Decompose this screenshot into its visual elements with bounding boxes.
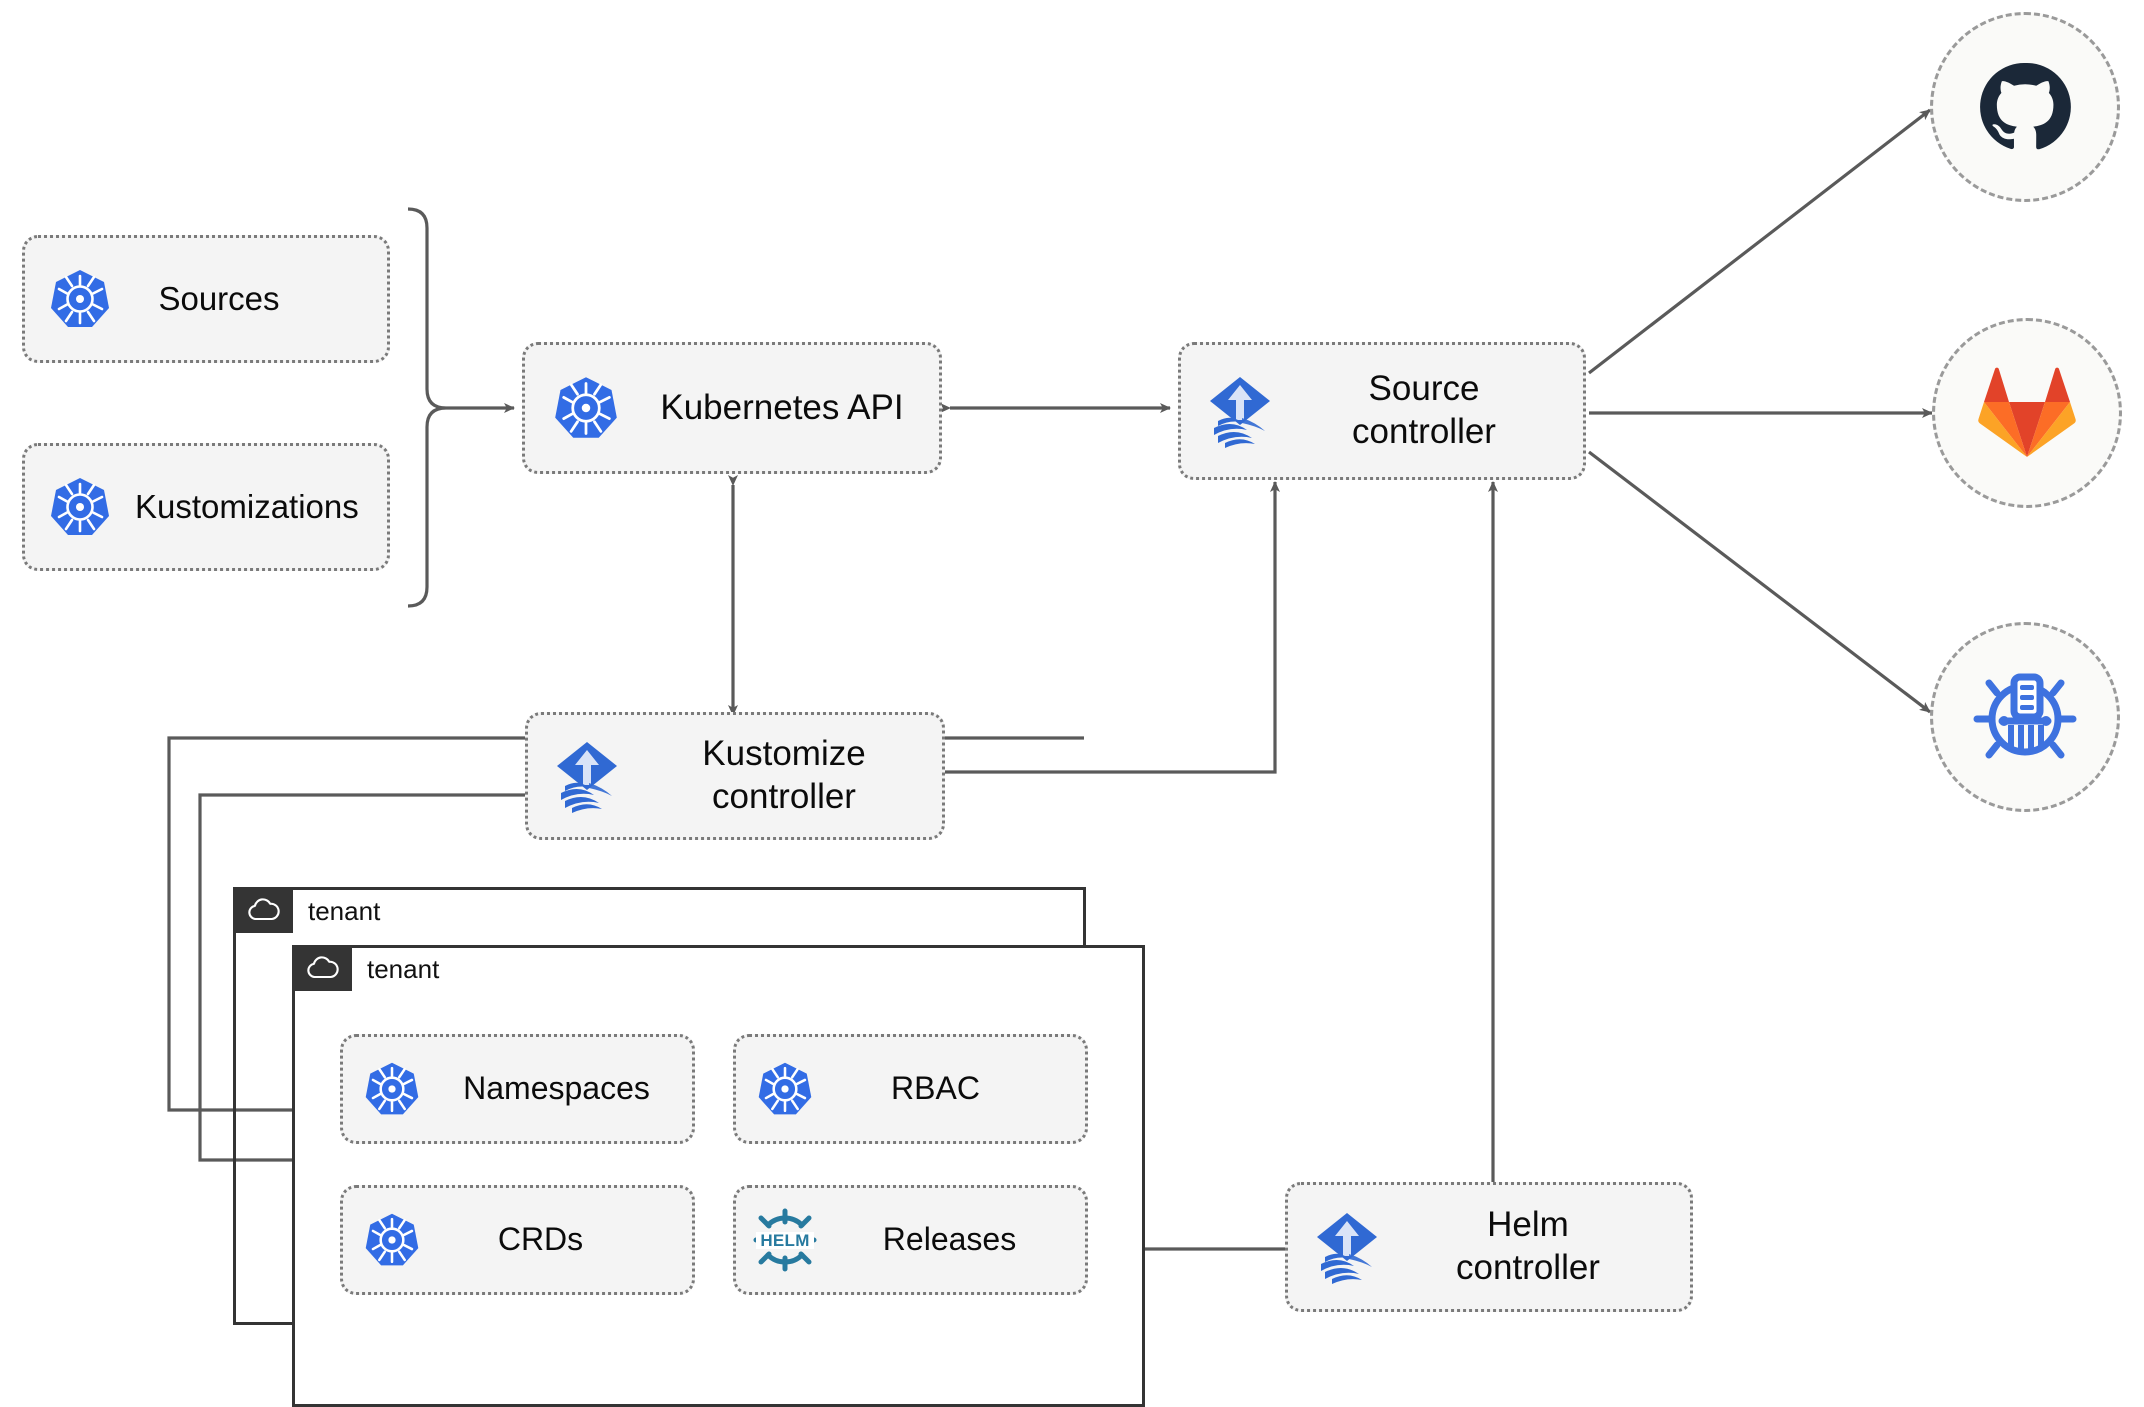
node-label: Helm controller (1456, 1205, 1600, 1287)
flux-icon (528, 738, 646, 814)
flux-icon (1288, 1209, 1406, 1285)
cloud-icon (307, 956, 339, 979)
node-label: Releases (882, 1221, 1017, 1258)
endpoint-helm-repository[interactable] (1930, 622, 2120, 812)
node-label: Source controller (1352, 369, 1496, 451)
node-source-controller[interactable]: Source controller (1178, 342, 1586, 480)
node-kubernetes-api[interactable]: Kubernetes API (522, 342, 942, 474)
flux-icon (1181, 373, 1299, 449)
helm-icon: HELM (736, 1205, 834, 1275)
kubernetes-icon (25, 267, 135, 331)
helm-repository-icon (1973, 673, 2077, 759)
node-label: Kustomize controller (702, 734, 866, 816)
node-label: Kubernetes API (660, 387, 904, 427)
node-label: CRDs (497, 1221, 584, 1258)
endpoint-github[interactable] (1930, 12, 2120, 202)
node-kustomize-controller[interactable]: Kustomize controller (525, 712, 945, 840)
node-label: RBAC (891, 1070, 980, 1107)
gitlab-icon (1978, 367, 2076, 457)
node-crds[interactable]: CRDs (340, 1185, 695, 1295)
node-sources[interactable]: Sources (22, 235, 390, 363)
github-icon (1980, 62, 2071, 150)
tenant-label-inner: tenant (367, 954, 440, 984)
kubernetes-icon (343, 1211, 441, 1269)
tenant-container-inner (292, 945, 1145, 1407)
svg-text:HELM: HELM (760, 1231, 809, 1250)
cloud-icon (248, 898, 280, 921)
node-label: Kustomizations (135, 487, 359, 525)
node-releases[interactable]: HELM Releases (733, 1185, 1088, 1295)
node-kustomizations[interactable]: Kustomizations (22, 443, 390, 571)
node-helm-controller[interactable]: Helm controller (1285, 1182, 1693, 1312)
node-rbac[interactable]: RBAC (733, 1034, 1088, 1144)
tenant-label-outer: tenant (308, 896, 381, 926)
tenant-tab-inner (292, 945, 352, 991)
kubernetes-icon (25, 475, 135, 539)
kubernetes-icon (736, 1060, 834, 1118)
tenant-tab-outer (233, 887, 293, 933)
kubernetes-icon (525, 374, 647, 442)
endpoint-gitlab[interactable] (1932, 318, 2122, 508)
node-label: Namespaces (463, 1070, 650, 1107)
node-label: Sources (158, 279, 280, 317)
kubernetes-icon (343, 1060, 441, 1118)
node-namespaces[interactable]: Namespaces (340, 1034, 695, 1144)
